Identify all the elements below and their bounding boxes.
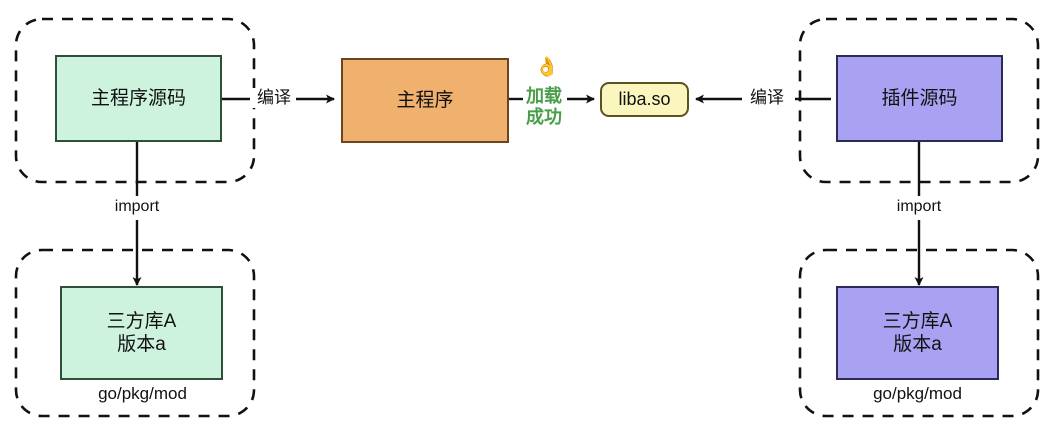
edge-label-load-success-line2: 成功 [526,107,562,128]
edge-label-load-success-line1: 加载 [526,86,562,106]
edge-label-load-success: 加载 成功 [521,86,567,128]
node-main-source[interactable]: 主程序源码 [55,55,222,142]
group-gopkgmod-left-dashed [14,248,256,418]
node-shared-object-label: liba.so [618,88,671,109]
caption-gopkgmod-left: go/pkg/mod [55,384,230,404]
node-third-party-lib-left[interactable]: 三方库A 版本a [60,286,223,380]
node-third-party-lib-right-line1: 三方库A [882,310,953,332]
node-third-party-lib-left-line2: 版本a [117,334,166,355]
caption-gopkgmod-left-text: go/pkg/mod [98,384,187,403]
group-plugin-source-dashed [798,17,1040,184]
node-shared-object[interactable]: liba.so [600,82,689,117]
node-third-party-lib-left-line1: 三方库A [106,310,177,332]
edge-label-import-right-text: import [896,198,942,215]
caption-gopkgmod-right-text: go/pkg/mod [873,384,962,403]
edge-label-compile-right: 编译 [744,88,790,109]
node-plugin-source-label: 插件源码 [881,87,958,109]
node-third-party-lib-right-line2: 版本a [893,334,942,355]
group-gopkgmod-right-dashed [798,248,1040,418]
ok-hand-icon: 👌 [535,57,559,78]
node-main-program-label: 主程序 [396,89,454,111]
edge-label-import-right: import [879,197,959,217]
edge-label-import-left-text: import [114,198,160,215]
node-plugin-source[interactable]: 插件源码 [836,55,1003,142]
caption-gopkgmod-right: go/pkg/mod [830,384,1005,404]
edge-label-import-left: import [97,197,177,217]
node-third-party-lib-right[interactable]: 三方库A 版本a [836,286,999,380]
node-main-source-label: 主程序源码 [90,87,186,109]
node-main-program[interactable]: 主程序 [341,58,509,143]
edge-label-compile-left-text: 编译 [257,88,291,107]
edge-label-compile-right-text: 编译 [750,88,784,107]
edge-label-compile-left: 编译 [252,88,296,109]
